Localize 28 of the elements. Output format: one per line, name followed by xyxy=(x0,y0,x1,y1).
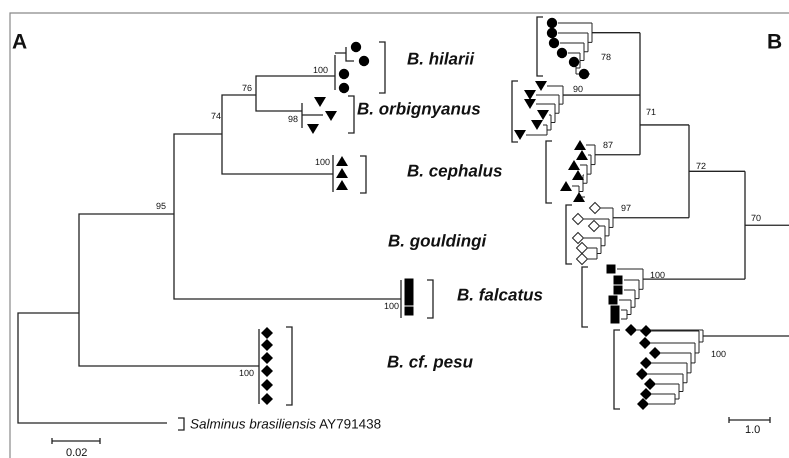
species-label: B. orbignyanus xyxy=(357,100,481,120)
panel-letter: A xyxy=(12,30,28,54)
bootstrap-value: 87 xyxy=(603,141,614,151)
panel-letter: B xyxy=(767,30,782,54)
bootstrap-value: 74 xyxy=(211,112,222,122)
bootstrap-value: 100 xyxy=(313,66,328,76)
bootstrap-value: 71 xyxy=(646,108,656,118)
bootstrap-value: 97 xyxy=(621,204,632,214)
bootstrap-value: 70 xyxy=(751,214,762,224)
bootstrap-value: 95 xyxy=(156,202,166,212)
bootstrap-value: 90 xyxy=(573,85,584,95)
bootstrap-value: 78 xyxy=(601,53,612,63)
bootstrap-value: 100 xyxy=(650,271,666,281)
scale-label: 1.0 xyxy=(745,424,760,436)
bootstrap-value: 100 xyxy=(239,369,254,379)
scale-label: 0.02 xyxy=(66,446,88,458)
bootstrap-value: 72 xyxy=(696,162,706,172)
bootstrap-value: 76 xyxy=(242,84,252,94)
species-label: B. cf. pesu xyxy=(387,354,473,372)
species-label: B. gouldingi xyxy=(388,232,486,252)
bootstrap-value: 100 xyxy=(315,158,330,168)
bootstrap-value: 100 xyxy=(711,350,726,360)
species-label: B. falcatus xyxy=(457,286,543,306)
taxon-label: Salminus brasiliensis AY791438 xyxy=(190,418,382,432)
bootstrap-value: 98 xyxy=(288,115,298,125)
species-label: B. hilarii xyxy=(407,50,474,70)
bootstrap-value: 100 xyxy=(384,302,400,312)
species-label: B. cephalus xyxy=(407,162,502,182)
